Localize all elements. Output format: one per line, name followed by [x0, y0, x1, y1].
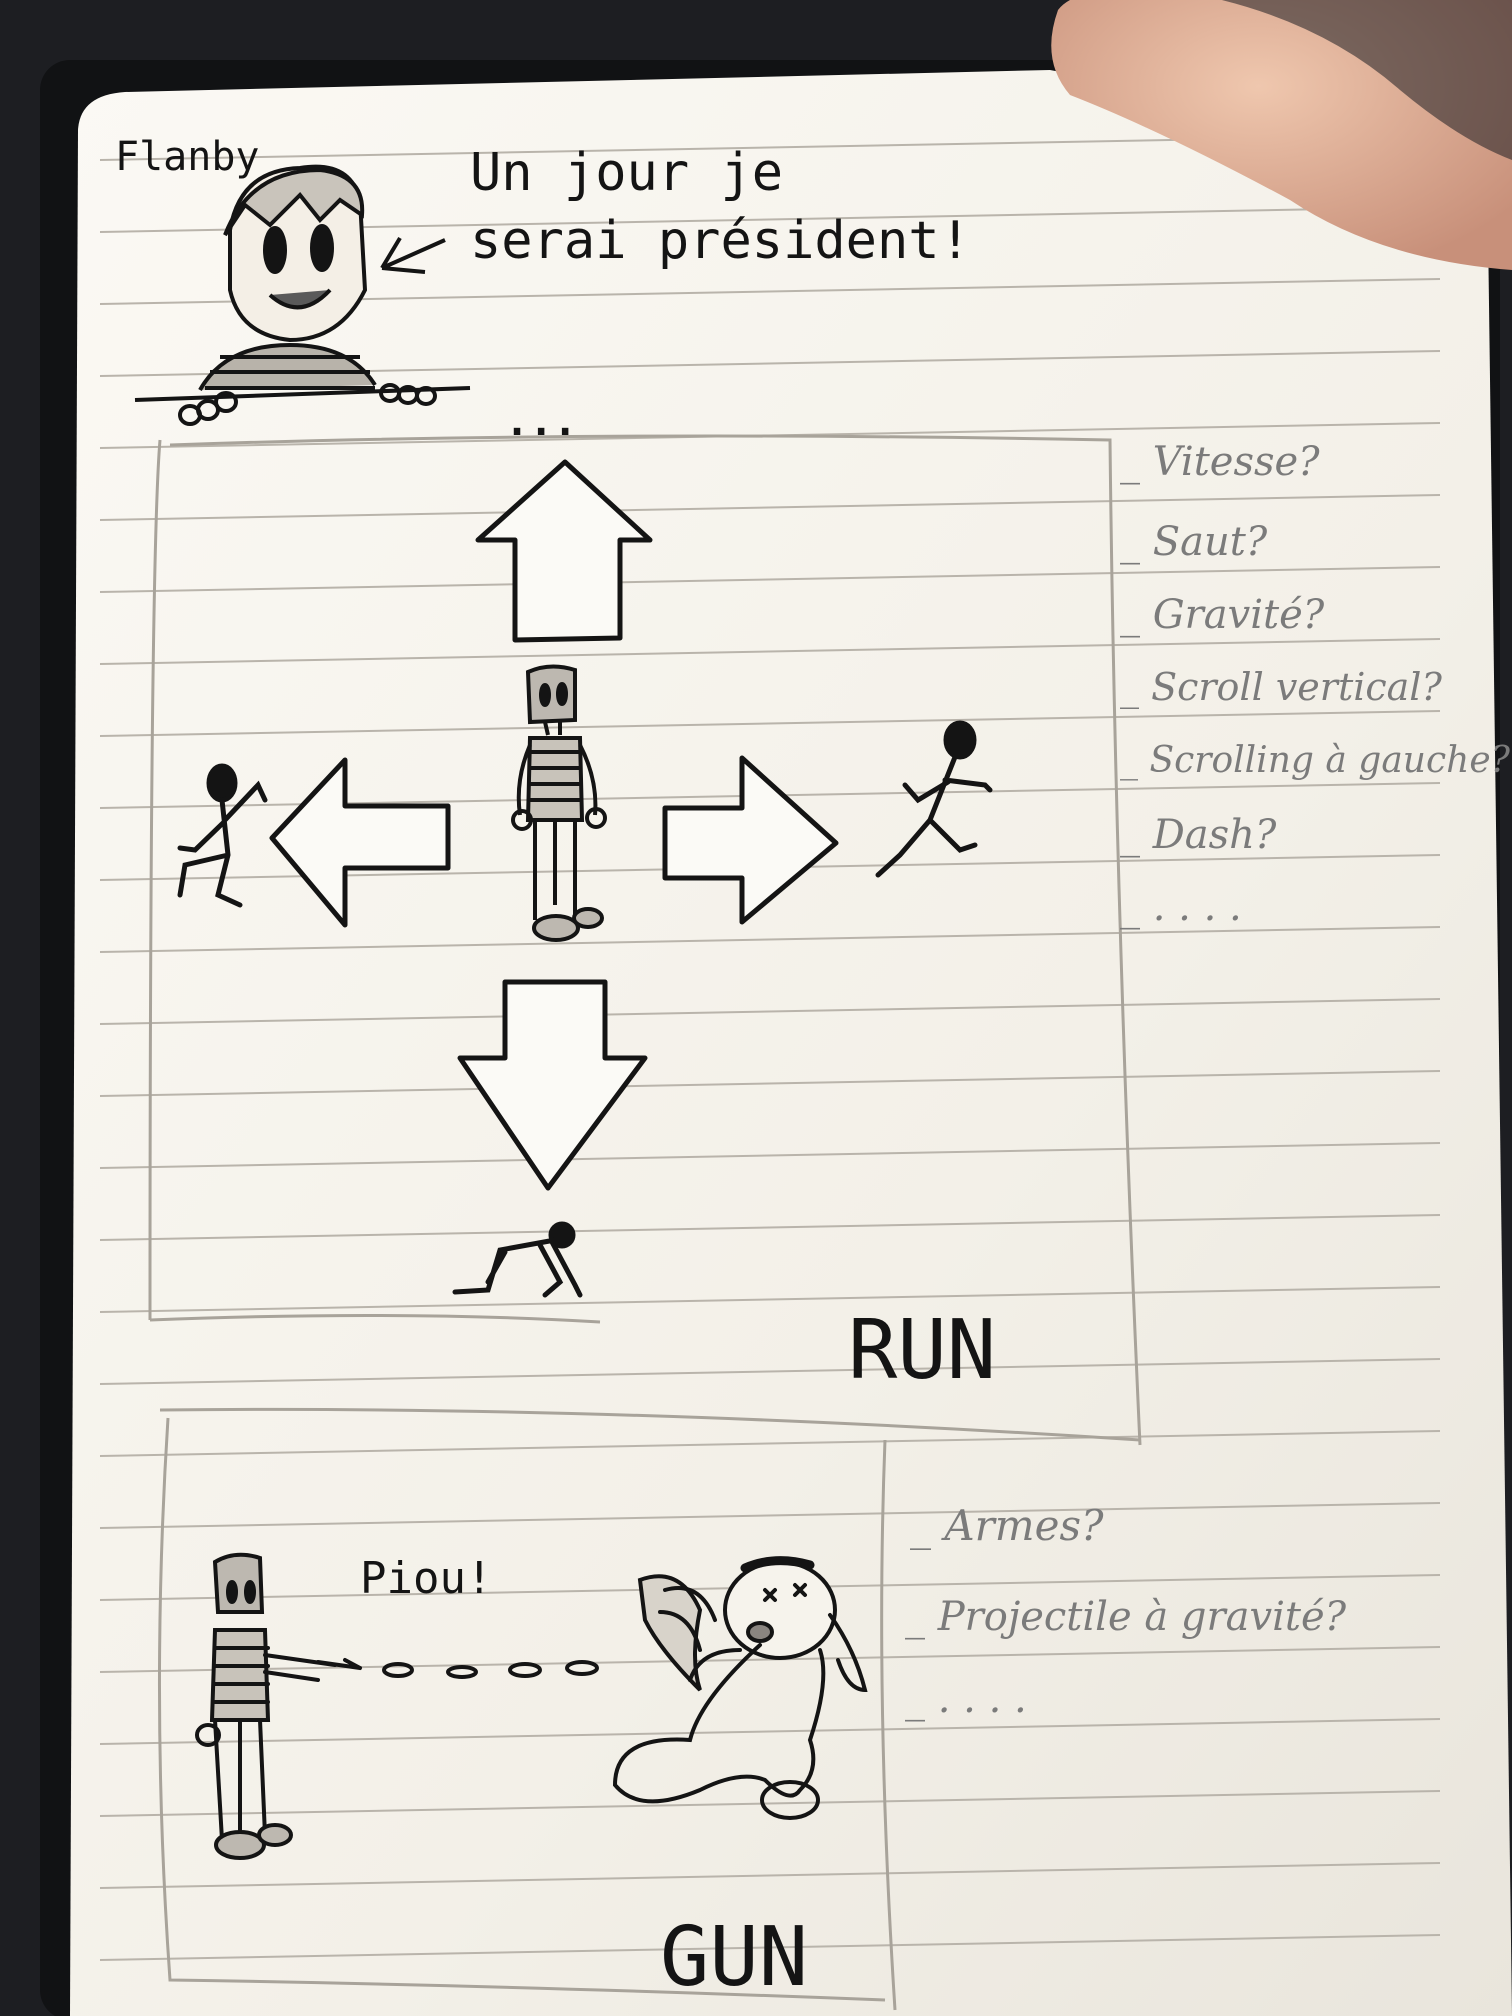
ruled-line: [99, 1142, 1441, 1169]
speech-line-2: serai président!: [470, 211, 971, 271]
stick-figure-crouch: [452, 1221, 583, 1298]
gun-notes: _ Armes? _ Projectile à gravité? _ . . .…: [905, 1501, 1347, 1722]
ellipsis: ...: [505, 399, 577, 445]
run-frame-left: [148, 439, 601, 1324]
ruled-line: [99, 638, 1441, 665]
gun-title: GUN: [660, 1910, 808, 2005]
pencil-frames: [148, 434, 1142, 2011]
run-note: _ Scroll vertical?: [1120, 665, 1442, 710]
thumb-shadow: [1221, 0, 1512, 160]
gun-frame-left: [157, 1417, 886, 2002]
ruled-line: [99, 1934, 1441, 1961]
arrow-left-icon: [269, 757, 451, 928]
speech-pointer: [380, 236, 446, 274]
speech-line-1: Un jour je: [470, 143, 783, 203]
projectiles: [382, 1660, 599, 1679]
run-title: RUN: [848, 1303, 996, 1398]
shooter-character: [195, 1552, 362, 1860]
character-name: Flanby: [115, 134, 260, 180]
ruled-line: [99, 1430, 1441, 1457]
run-note: _ Dash?: [1120, 812, 1277, 858]
run-frame-right: [169, 434, 1142, 1446]
ruled-line: [99, 1070, 1441, 1097]
ruled-line: [99, 1862, 1441, 1889]
player-character: [511, 664, 607, 942]
sound-effect: Piou!: [360, 1553, 492, 1604]
arrow-right-icon: [662, 755, 839, 925]
gun-scene: [195, 1552, 868, 1860]
stick-figure-left: [177, 763, 268, 908]
ruled-line: [99, 1214, 1441, 1241]
run-frame-bottom: [159, 1407, 1141, 1442]
run-notes: _ Vitesse? _ Saut? _ Gravité? _ Scroll v…: [1120, 439, 1511, 930]
enemy-creature: [612, 1556, 868, 1820]
ruled-line: [99, 710, 1441, 737]
direction-arrows: [269, 459, 839, 1191]
run-note: _ Scrolling à gauche?: [1120, 740, 1511, 781]
ruled-line: [99, 998, 1441, 1025]
arrow-down-icon: [457, 979, 648, 1191]
ruled-line: [99, 926, 1441, 953]
ruled-line: [99, 1646, 1441, 1673]
stick-figures: [177, 720, 993, 1298]
ruled-line: [99, 1502, 1441, 1529]
gun-note: _ Armes?: [910, 1501, 1104, 1550]
run-note: _ . . . .: [1120, 884, 1242, 930]
gun-note: _ . . . .: [905, 1676, 1027, 1722]
ruled-lines: [99, 134, 1441, 1961]
gun-note: _ Projectile à gravité?: [905, 1594, 1347, 1640]
arrow-up-icon: [475, 459, 653, 643]
run-note: _ Vitesse?: [1120, 439, 1320, 485]
ruled-line: [99, 1790, 1441, 1817]
run-note: _ Gravité?: [1120, 592, 1325, 638]
notebook-page: [70, 70, 1512, 2016]
ruled-line: [99, 494, 1441, 521]
ruled-line: [99, 1286, 1441, 1313]
flanby-portrait: [134, 164, 471, 426]
run-note: _ Saut?: [1120, 519, 1268, 565]
gun-frame-right: [880, 1439, 897, 2011]
ruled-line: [99, 1718, 1441, 1745]
ruled-line: [99, 566, 1441, 593]
stick-figure-right: [875, 720, 993, 878]
ruled-line: [99, 1358, 1441, 1385]
